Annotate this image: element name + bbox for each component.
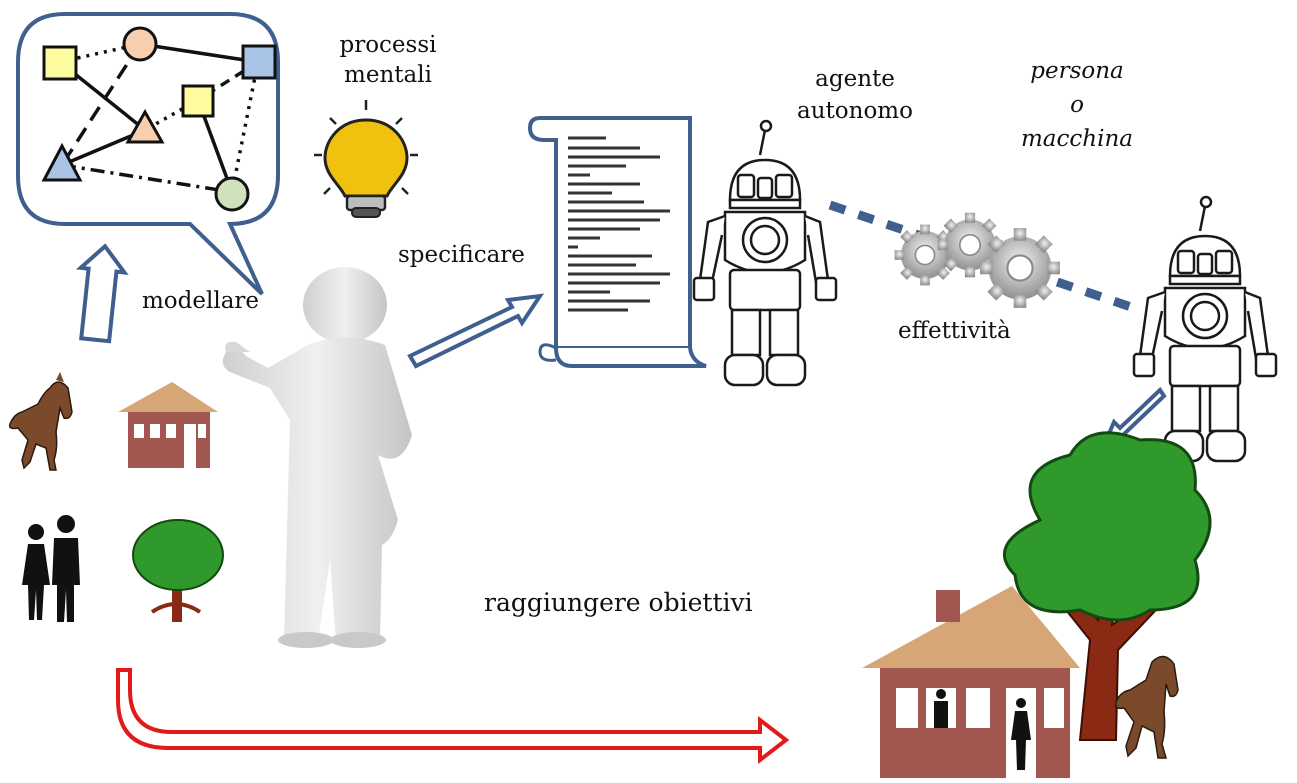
graph-node	[122, 26, 158, 62]
graph-node	[214, 176, 250, 212]
graph-node	[41, 142, 83, 182]
label-person-3: macchina	[1021, 126, 1133, 152]
scroll-document	[527, 116, 707, 368]
gears-icon	[893, 211, 1061, 309]
lightbulb-icon	[314, 100, 418, 218]
label-person-1: persona	[1030, 58, 1124, 84]
graph-node	[181, 84, 215, 118]
arrow-icon	[407, 293, 545, 369]
robot-icon	[1132, 195, 1278, 463]
label-mental-processes-2: mentali	[344, 62, 432, 88]
graph-node	[241, 44, 277, 80]
graph-node	[42, 45, 78, 81]
label-effectiveness: effettività	[898, 318, 1011, 344]
house-icon	[862, 586, 1080, 778]
label-mental-processes-1: processi	[339, 32, 437, 58]
red-arrow	[116, 668, 790, 765]
thinking-person	[222, 267, 412, 648]
graph-node	[125, 108, 165, 144]
tree-icon	[1003, 431, 1212, 741]
couple-icon	[22, 515, 80, 622]
label-agent-1: agente	[815, 66, 895, 92]
house-icon	[118, 382, 218, 468]
label-goals: raggiungere obiettivi	[484, 588, 753, 617]
tree-icon	[132, 519, 224, 622]
label-model: modellare	[142, 288, 260, 314]
label-person-2: o	[1070, 92, 1084, 118]
label-agent-2: autonomo	[797, 98, 913, 124]
horse-icon	[8, 372, 73, 471]
speech-bubble-graph	[16, 12, 280, 296]
horse-icon	[1114, 655, 1179, 759]
robot-icon	[692, 119, 838, 387]
label-specify: specificare	[398, 242, 525, 268]
arrow-icon	[75, 243, 129, 344]
